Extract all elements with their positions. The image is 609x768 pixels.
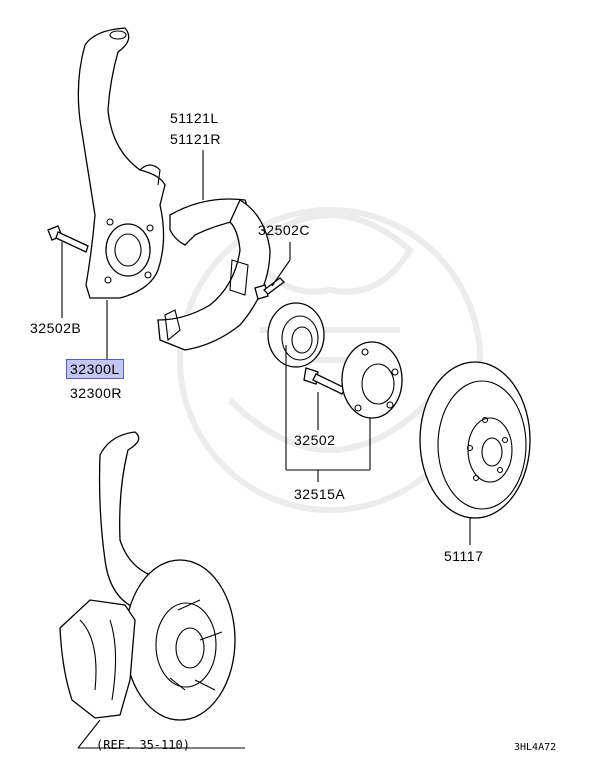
splash-shield[interactable] xyxy=(157,198,271,351)
steering-knuckle[interactable] xyxy=(77,27,166,299)
hub-flange[interactable] xyxy=(341,341,403,419)
label-51121r[interactable]: 51121R xyxy=(170,131,222,147)
label-32502c[interactable]: 32502C xyxy=(258,222,311,238)
hub-bolt[interactable] xyxy=(303,367,346,395)
bolt-32502b[interactable] xyxy=(47,225,89,253)
label-32502[interactable]: 32502 xyxy=(294,432,336,448)
brake-assembly-reference[interactable] xyxy=(59,431,236,721)
label-32515a[interactable]: 32515A xyxy=(294,486,346,502)
reference-note[interactable]: (REF. 35-110) xyxy=(96,738,190,752)
label-32300l-highlighted[interactable]: 32300L xyxy=(66,359,124,379)
brake-rotor[interactable] xyxy=(419,361,531,519)
label-32300r[interactable]: 32300R xyxy=(70,385,123,401)
leader-lines xyxy=(61,150,471,749)
hub-bearing[interactable] xyxy=(267,302,325,368)
label-51117[interactable]: 51117 xyxy=(444,548,484,564)
label-32502b[interactable]: 32502B xyxy=(30,320,82,336)
diagram-code: 3HL4A72 xyxy=(514,742,557,753)
bolt-32502c[interactable] xyxy=(254,277,285,300)
label-51121l[interactable]: 51121L xyxy=(170,110,219,126)
